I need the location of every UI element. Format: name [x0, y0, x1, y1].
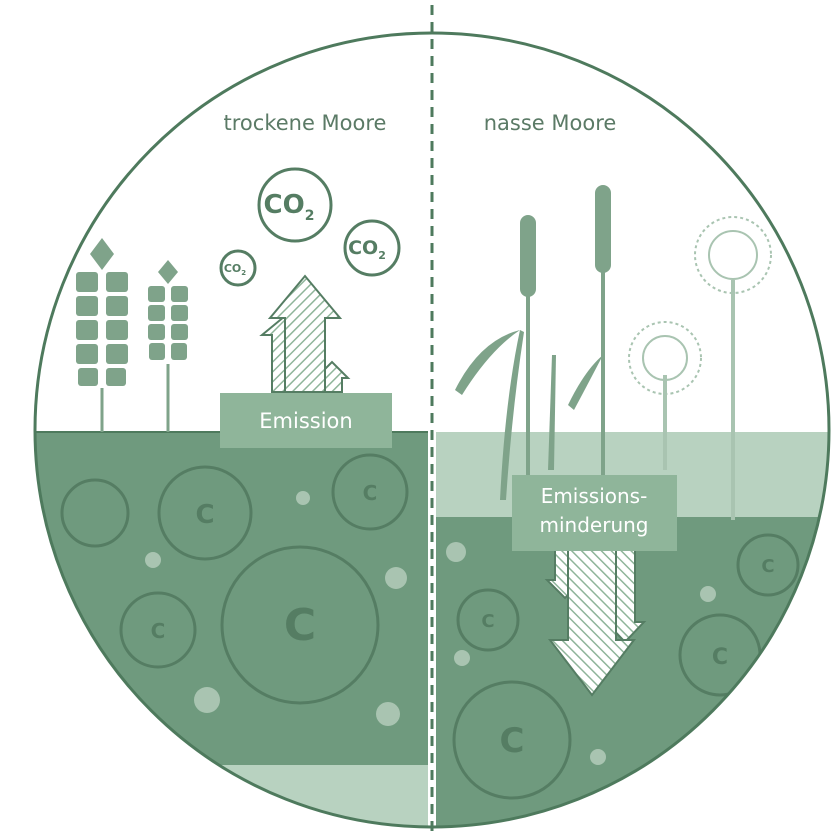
emission-reduction-badge [512, 475, 677, 551]
left-bedrock [35, 765, 428, 827]
emission-reduction-label-line2: minderung [540, 513, 649, 537]
left-title: trockene Moore [224, 111, 387, 135]
soil-particle [145, 552, 161, 568]
soil-particle [86, 721, 104, 739]
soil-particle [454, 650, 470, 666]
carbon-label: C [363, 481, 378, 505]
emission-reduction-label-line1: Emissions- [541, 484, 648, 508]
carbon-circle [157, 465, 253, 561]
soil-particle [376, 702, 400, 726]
co2-large-label: CO2 [264, 190, 315, 224]
wheat-plant-icon [76, 238, 128, 432]
co2-medium-label: CO2 [348, 237, 386, 262]
right-title: nasse Moore [484, 111, 617, 135]
right-soil [436, 517, 829, 827]
emission-reduction-arrows-icon [544, 539, 647, 697]
co2-bubble-icon [257, 167, 333, 243]
carbon-circle [119, 591, 197, 669]
carbon-circle [456, 588, 520, 652]
carbon-circle [220, 545, 380, 705]
carbon-label: C [481, 611, 494, 632]
soil-particle [296, 491, 310, 505]
soil-particle [385, 567, 407, 589]
wheat-plant-icon [148, 260, 188, 432]
soil-particle [194, 687, 220, 713]
carbon-circle [331, 453, 409, 531]
soil-particle [700, 586, 716, 602]
carbon-label: C [712, 645, 728, 670]
left-sky [35, 33, 428, 432]
soil-particle [590, 749, 606, 765]
carbon-label: C [195, 500, 214, 530]
co2-bubble-icon [219, 249, 257, 287]
soil-particle [446, 542, 466, 562]
carbon-circle [452, 680, 572, 800]
co2-bubble-icon [343, 219, 401, 277]
carbon-label: C [500, 721, 525, 761]
emission-badge [220, 393, 392, 448]
carbon-label: C [151, 619, 166, 643]
left-panel [35, 33, 428, 827]
carbon-circle [60, 478, 130, 548]
emission-arrows-icon [259, 274, 351, 393]
co2-small-label: CO2 [224, 262, 246, 277]
cotton-grass-icon [628, 216, 772, 520]
emission-label: Emission [259, 409, 352, 433]
right-sky [436, 33, 829, 432]
carbon-label: C [284, 600, 316, 651]
reed-plant-icon [455, 185, 611, 510]
carbon-circle [736, 533, 800, 597]
carbon-label: C [761, 556, 774, 577]
